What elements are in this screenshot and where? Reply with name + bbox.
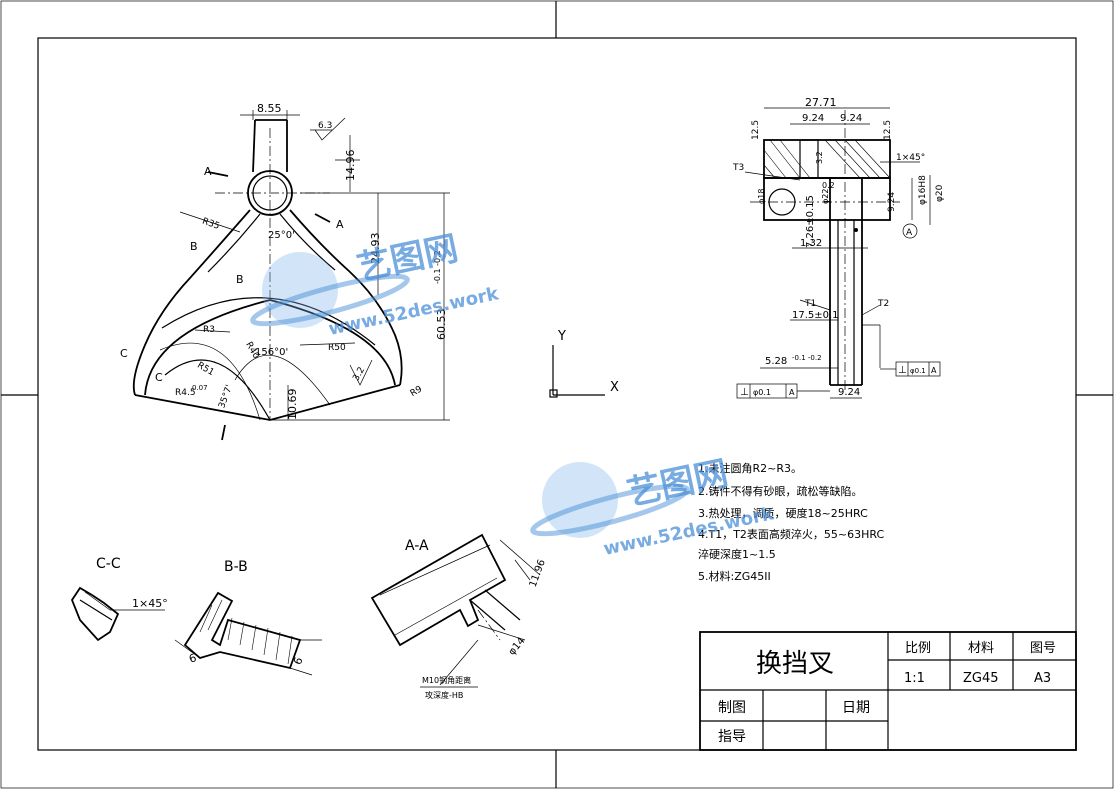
datum-a: A xyxy=(906,228,913,238)
dim-10-69: 10.69 xyxy=(286,389,299,421)
watermark-2-brand: 艺图网 xyxy=(624,453,732,513)
scale-label: 比例 xyxy=(905,641,931,656)
dim-27-71: 27.71 xyxy=(805,96,837,109)
gdt-left-value: φ0.1 xyxy=(753,388,771,397)
note-1: 1.未注圆角R2~R3。 xyxy=(698,461,802,475)
label-chamfer: 1×45° xyxy=(896,153,925,163)
technical-notes: 1.未注圆角R2~R3。 2.铸件不得有砂眼，疏松等缺陷。 3.热处理，调质，硬… xyxy=(698,461,885,583)
scale-value: 1:1 xyxy=(904,671,925,686)
label-angle-35: 35°7' xyxy=(217,384,235,410)
section-bb-title: B-B xyxy=(224,559,248,575)
dim-9-24-side: 9.24 xyxy=(887,192,897,212)
dim-7-26: 7.26±0.15 xyxy=(805,195,816,248)
label-r51: R51 xyxy=(195,361,215,379)
drawing-no-label: 图号 xyxy=(1030,641,1056,656)
note-2: 2.铸件不得有砂眼，疏松等缺陷。 xyxy=(698,484,863,498)
label-r3: R3 xyxy=(203,325,215,335)
dim-5-28: 5.28 xyxy=(765,356,787,367)
watermark-1-url: www.52des.work xyxy=(327,283,502,340)
gdt-left-symbol: ⊥ xyxy=(740,387,749,398)
section-b-left: B xyxy=(190,240,198,253)
drawn-label: 制图 xyxy=(718,700,746,716)
note-5: 淬硬深度1~1.5 xyxy=(698,547,776,561)
dim-17-5: 17.5±0.1 xyxy=(792,310,839,321)
roughness-6-3: 6.3 xyxy=(318,121,332,131)
aa-note-1: M10钢角距离 xyxy=(422,675,471,685)
label-phi22: φ22 xyxy=(821,189,830,204)
material-label: 材料 xyxy=(968,641,994,656)
supervisor-label: 指导 xyxy=(718,729,746,745)
roughness-12-5-right: 12.5 xyxy=(883,120,893,140)
axis-y-label: Y xyxy=(557,329,566,344)
label-r9: R9 xyxy=(409,384,425,399)
cc-chamfer-label: 1×45° xyxy=(132,597,168,610)
axis-x-label: X xyxy=(610,380,619,395)
dim-24-93: 24.93 xyxy=(369,233,382,265)
section-cc: C-C 1×45° xyxy=(70,556,168,642)
gdt-right-symbol: ⊥ xyxy=(898,365,907,376)
label-r50: R50 xyxy=(328,343,346,353)
label-t2: T2 xyxy=(877,299,889,309)
label-0-2: 0.2 xyxy=(822,181,835,190)
dim-1-32: 1.32 xyxy=(800,238,822,249)
section-cc-title: C-C xyxy=(96,556,121,572)
aa-dim-phi14: φ14 xyxy=(507,636,528,658)
side-view: 27.71 9.24 9.24 12.5 12.5 1×45° φ16H8 φ2… xyxy=(732,96,945,399)
gdt-right-value: φ0.1 xyxy=(910,367,926,375)
gdt-left-ref: A xyxy=(789,388,795,397)
bb-dim-6-a: 6 xyxy=(187,651,198,666)
section-a-right: A xyxy=(336,218,344,231)
section-a-left: A xyxy=(204,165,212,178)
dim-60-53-tol: -0.1 -0.2 xyxy=(433,250,442,284)
label-t3: T3 xyxy=(732,163,744,173)
dim-9-24-bottom: 9.24 xyxy=(838,387,860,398)
note-4: 4.T1，T2表面高频淬火，55~63HRC xyxy=(698,527,885,541)
section-bb: B-B 6 6 xyxy=(174,559,322,676)
aa-dim-11-96: 11.96 xyxy=(528,558,548,589)
dim-60-53: 60.53 xyxy=(435,309,448,341)
dim-14-96: 14.96 xyxy=(344,150,357,182)
section-c-right: C xyxy=(155,371,163,384)
gdt-frame-right: ⊥ φ0.1 A xyxy=(880,361,941,377)
aa-note-2: 攻深度-HB xyxy=(425,690,463,700)
section-aa: A-A 11.96 φ14 M10钢角距离 攻深度-HB xyxy=(370,533,548,700)
roughness-12-5-left: 12.5 xyxy=(751,120,761,140)
label-angle-25: 25°0' xyxy=(268,230,295,241)
dim-9-24-top-a: 9.24 xyxy=(802,113,824,124)
roughness-3-2: 3.2 xyxy=(351,366,367,383)
roughness-3-2-side: 3.2 xyxy=(815,151,824,164)
dim-9-24-top-b: 9.24 xyxy=(840,113,862,124)
bb-dim-6-b: 6 xyxy=(291,655,306,666)
label-t1: T1 xyxy=(804,299,816,309)
dim-5-28-tol: -0.1 -0.2 xyxy=(792,354,822,362)
label-angle-156: 156°0' xyxy=(255,347,288,358)
material-value: ZG45 xyxy=(963,671,999,686)
title-block: 换挡叉 比例 1:1 材料 ZG45 图号 A3 制图 日期 指导 xyxy=(699,631,1077,751)
dim-8-55: 8.55 xyxy=(257,102,282,115)
label-r4-5-tol: 0.07 xyxy=(192,384,208,392)
drawing-no-value: A3 xyxy=(1034,671,1051,686)
section-c-left: C xyxy=(120,347,128,360)
label-r35: R35 xyxy=(201,216,221,231)
date-label: 日期 xyxy=(842,700,870,716)
section-b-right: B xyxy=(236,273,244,286)
label-phi16h8: φ16H8 xyxy=(918,175,928,205)
section-aa-title: A-A xyxy=(405,538,429,554)
gdt-frame-left: ⊥ φ0.1 A xyxy=(736,383,830,399)
ucs-icon: Y X xyxy=(549,329,619,398)
label-r4-5: R4.5 xyxy=(175,388,196,398)
label-phi20: φ20 xyxy=(935,184,945,202)
gdt-right-ref: A xyxy=(931,366,937,375)
label-phi18: φ18 xyxy=(757,189,766,204)
note-3: 3.热处理，调质，硬度18~25HRC xyxy=(698,506,868,520)
watermark-1: 艺图网 www.52des.work xyxy=(250,228,502,340)
note-6: 5.材料:ZG45II xyxy=(698,569,771,583)
part-name: 换挡叉 xyxy=(756,649,834,679)
